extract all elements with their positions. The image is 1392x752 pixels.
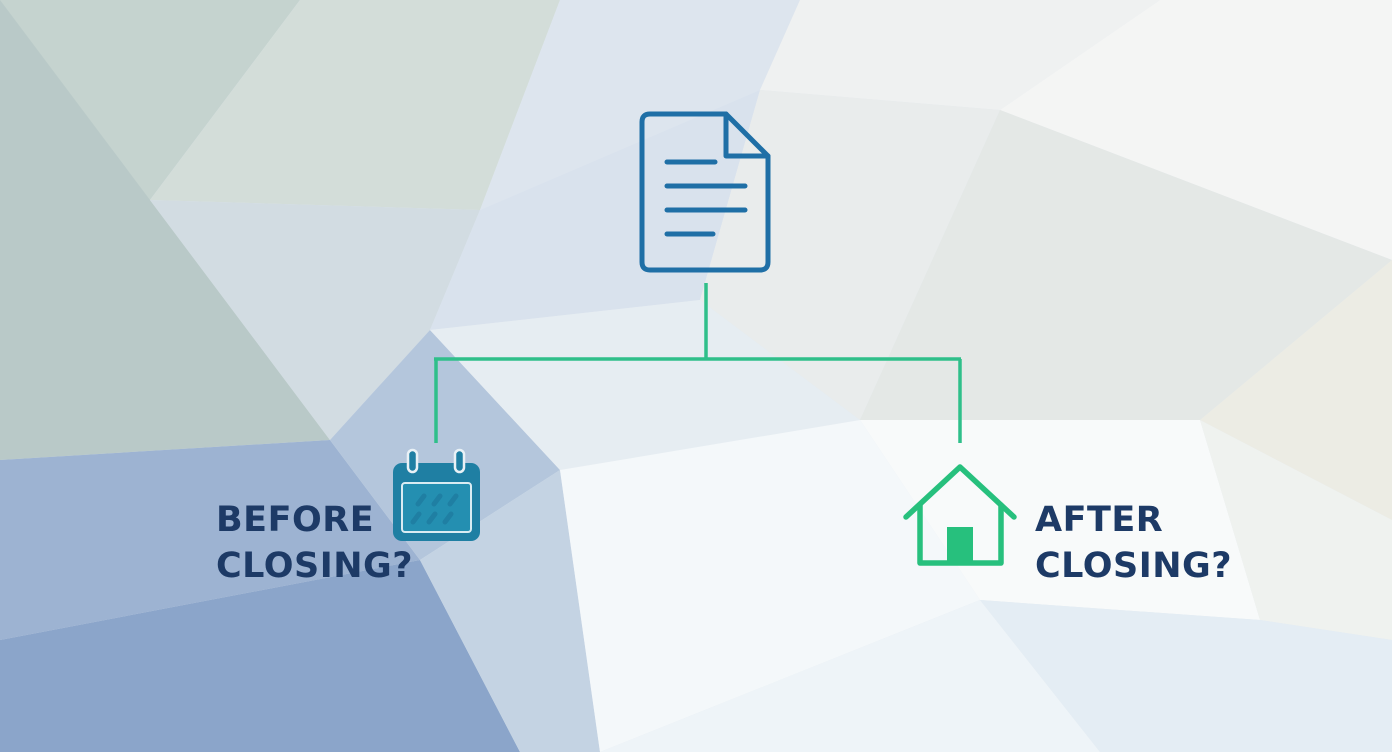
connector-lines bbox=[434, 283, 962, 443]
calendar-icon bbox=[393, 448, 480, 541]
bg-facet bbox=[0, 560, 520, 752]
after-closing-line-2: CLOSING? bbox=[1035, 546, 1233, 586]
bg-facet bbox=[980, 600, 1392, 752]
bg-facet bbox=[860, 110, 1392, 420]
bg-facet bbox=[1000, 0, 1392, 260]
bg-facet bbox=[150, 200, 480, 440]
bg-facet bbox=[1200, 260, 1392, 520]
bg-facet bbox=[0, 0, 330, 460]
house-icon bbox=[903, 464, 1017, 566]
bg-facet bbox=[480, 0, 800, 210]
bg-facet bbox=[330, 330, 560, 560]
before-closing-line-2: CLOSING? bbox=[216, 546, 414, 586]
before-closing-line-1: BEFORE bbox=[216, 500, 375, 540]
bg-facet bbox=[700, 90, 1000, 420]
before-closing-label: BEFORE CLOSING? bbox=[216, 497, 413, 589]
bg-facet bbox=[150, 0, 560, 210]
after-closing-line-1: AFTER bbox=[1035, 500, 1164, 540]
bg-facet bbox=[0, 440, 420, 640]
bg-facet bbox=[430, 300, 860, 470]
document-icon bbox=[639, 111, 771, 273]
bg-facet bbox=[760, 0, 1160, 110]
bg-facet bbox=[560, 420, 980, 752]
bg-facet bbox=[600, 600, 1100, 752]
bg-facet bbox=[1200, 420, 1392, 640]
after-closing-label: AFTER CLOSING? bbox=[1035, 497, 1232, 589]
